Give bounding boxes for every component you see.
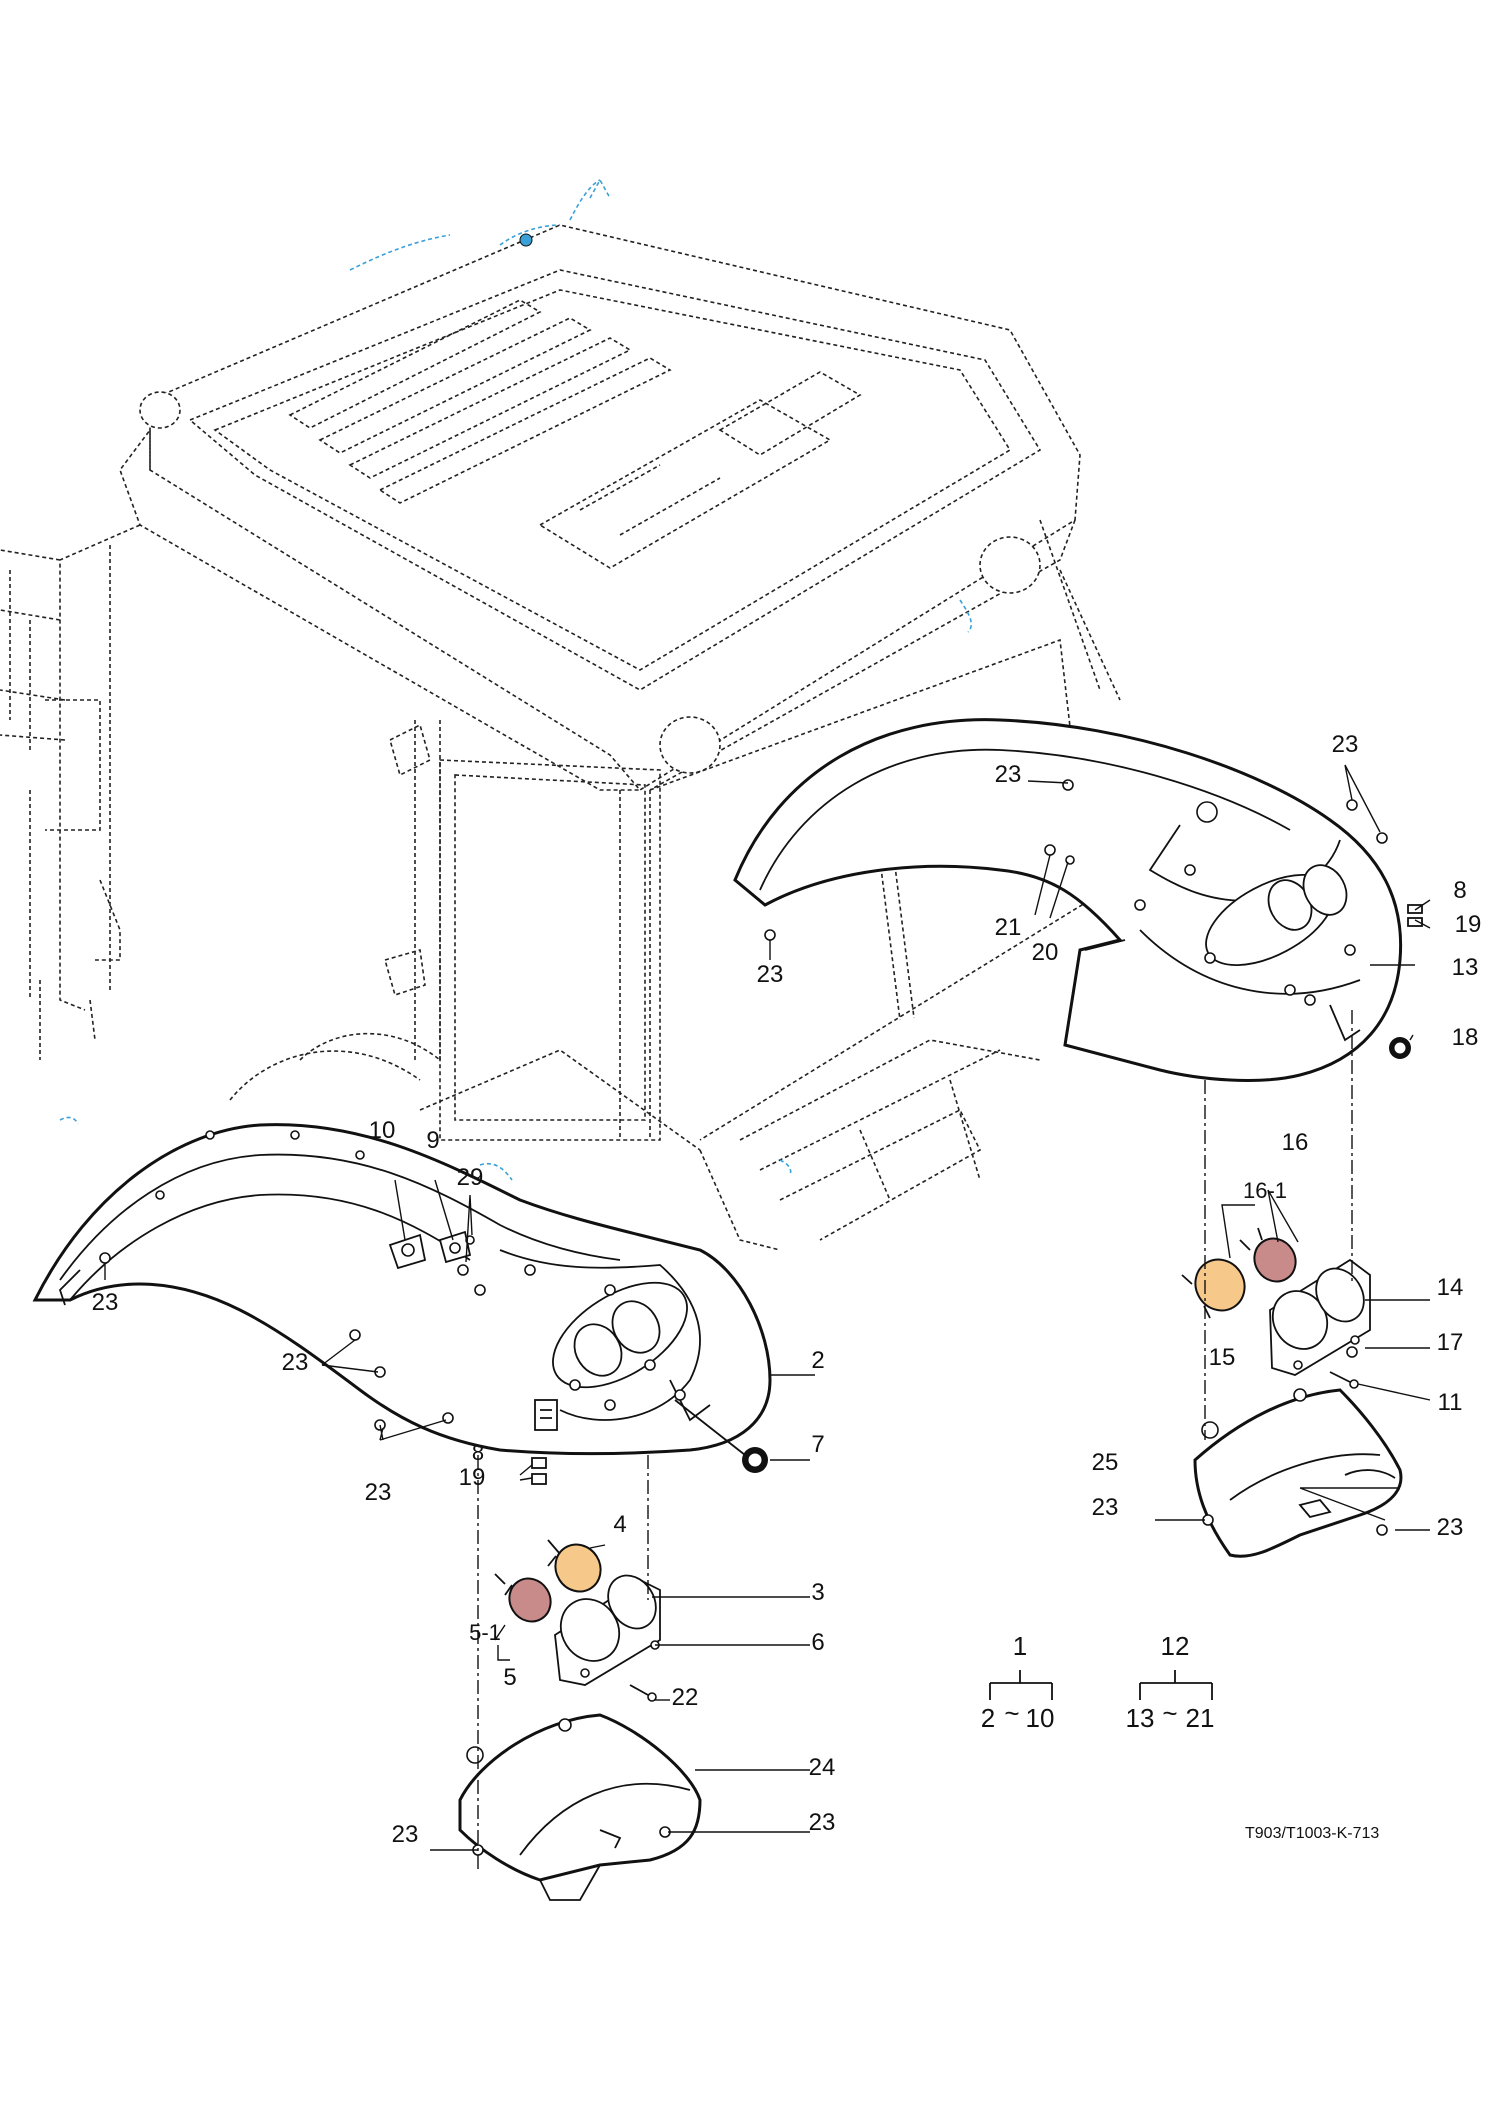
callout-23-d: 23 — [1092, 1494, 1119, 1521]
callout-16-1: 16-1 — [1243, 1178, 1287, 1203]
assembly-group-1: 1 2 ~ 10 — [981, 1631, 1055, 1733]
callout-19-a: 19 — [1455, 911, 1482, 938]
callout-7: 7 — [811, 1431, 824, 1458]
callout-15: 15 — [1209, 1344, 1236, 1371]
callout-23-a: 23 — [1332, 731, 1359, 758]
right-lamp-assembly — [1181, 1227, 1371, 1389]
callout-9: 9 — [426, 1127, 439, 1154]
callout-29: 29 — [457, 1164, 484, 1191]
group-12-to: 21 — [1186, 1703, 1215, 1733]
left-fender-2 — [32, 1123, 772, 1473]
callout-20: 20 — [1032, 939, 1059, 966]
callout-6: 6 — [811, 1629, 824, 1656]
callout-23-j: 23 — [809, 1809, 836, 1836]
group-1-tilde: ~ — [1004, 1698, 1019, 1728]
callout-13: 13 — [1452, 954, 1479, 981]
callout-2: 2 — [811, 1347, 824, 1374]
callout-23-i: 23 — [392, 1821, 419, 1848]
group-1-to: 10 — [1026, 1703, 1055, 1733]
group-1-parent: 1 — [1013, 1631, 1027, 1661]
callout-17: 17 — [1437, 1329, 1464, 1356]
left-lamp-cover-24 — [458, 1713, 702, 1901]
right-lamp-cover-25 — [1193, 1388, 1403, 1558]
callout-3: 3 — [811, 1579, 824, 1606]
callout-labels: 23 23 23 21 20 8 19 13 18 16 16-1 14 17 … — [92, 731, 1482, 1848]
amber-lamp-4 — [554, 1543, 602, 1593]
callout-11: 11 — [1438, 1389, 1463, 1416]
left-lamp-assembly — [494, 1539, 661, 1702]
group-12-parent: 12 — [1161, 1631, 1190, 1661]
callout-4: 4 — [613, 1511, 626, 1538]
callout-23-b: 23 — [995, 761, 1022, 788]
assembly-group-12: 12 13 ~ 21 — [1126, 1631, 1215, 1733]
callout-21: 21 — [995, 914, 1022, 941]
callout-5-1: 5-1 — [469, 1620, 501, 1645]
right-fender-13 — [733, 718, 1411, 1082]
callout-23-h: 23 — [365, 1479, 392, 1506]
callout-8-b: 8 — [472, 1440, 484, 1465]
center-lines — [477, 1010, 1353, 1870]
group-12-from: 13 — [1126, 1703, 1155, 1733]
drawing-code: T903/T1003-K-713 — [1245, 1825, 1379, 1842]
callout-23-c: 23 — [757, 961, 784, 988]
callout-14: 14 — [1437, 1274, 1464, 1301]
red-lamp-16 — [1253, 1237, 1297, 1283]
callout-22: 22 — [672, 1684, 699, 1711]
callout-5: 5 — [503, 1664, 516, 1691]
amber-lamp-15 — [1194, 1258, 1246, 1312]
callout-23-g: 23 — [282, 1349, 309, 1376]
callout-23-f: 23 — [92, 1289, 119, 1316]
group-12-tilde: ~ — [1162, 1698, 1177, 1728]
callout-19-b: 19 — [459, 1464, 486, 1491]
callout-23-e: 23 — [1437, 1514, 1464, 1541]
red-lamp-5 — [508, 1577, 552, 1623]
callout-24: 24 — [809, 1754, 836, 1781]
callout-18: 18 — [1452, 1024, 1479, 1051]
group-1-from: 2 — [981, 1703, 995, 1733]
callout-16: 16 — [1282, 1129, 1309, 1156]
callout-25: 25 — [1092, 1449, 1119, 1476]
callout-8-a: 8 — [1453, 877, 1466, 904]
cab-phantom — [0, 178, 1121, 1251]
fasteners — [99, 779, 1423, 1856]
callout-10: 10 — [369, 1117, 396, 1144]
leader-lines — [104, 764, 1431, 1851]
